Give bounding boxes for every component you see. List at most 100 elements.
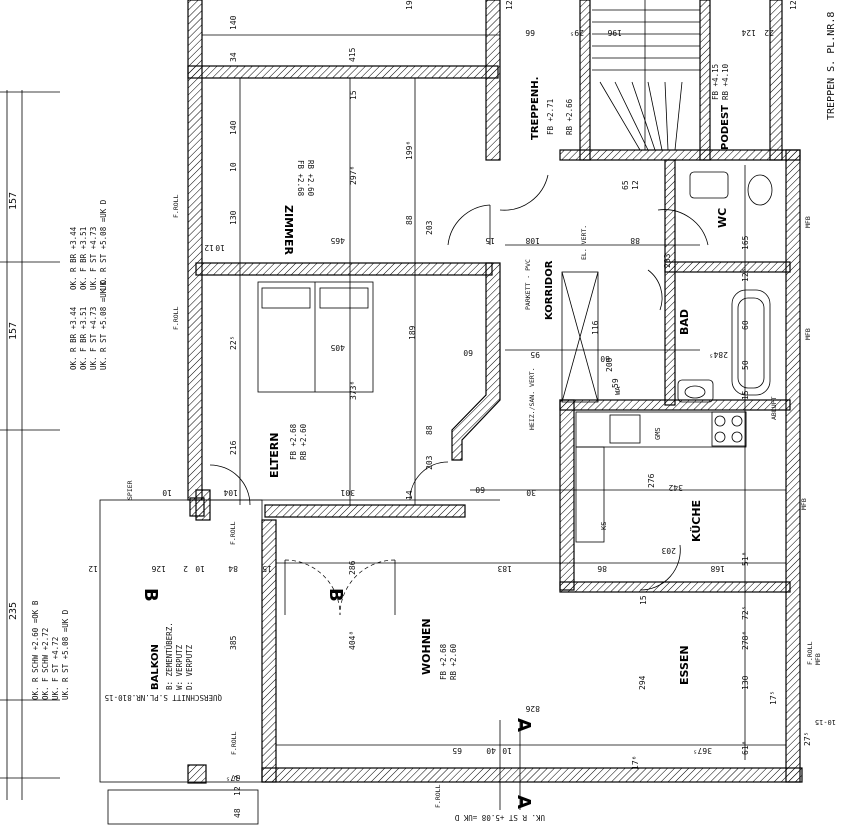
room-name-korridor: KORRIDOR	[544, 260, 555, 320]
mfb-label: MFB	[804, 216, 812, 228]
svg-text:294: 294	[638, 675, 647, 690]
svg-text:165: 165	[741, 235, 750, 250]
bathtub	[731, 289, 771, 396]
svg-text:286: 286	[348, 560, 357, 575]
room-zimmer: ZIMMER FB +2.68 RB +2.60	[282, 160, 315, 255]
left-dim-1: 157	[8, 192, 19, 210]
room-treppenh: TREPPENH. FB +2.71 RB +2.66	[530, 77, 574, 140]
svg-text:84: 84	[228, 564, 238, 573]
room-name-treppenh: TREPPENH.	[530, 77, 541, 140]
svg-text:60: 60	[463, 348, 473, 357]
toilet	[747, 174, 773, 206]
svg-text:65: 65	[452, 746, 462, 755]
svg-text:OK. F BR +3.51: OK. F BR +3.51	[79, 307, 88, 370]
froll-label: F.ROLL	[172, 194, 180, 218]
svg-text:15: 15	[262, 564, 272, 573]
svg-text:50: 50	[741, 360, 750, 370]
svg-text:14: 14	[405, 490, 414, 500]
level-list-balkon: OK. R SCHW +2.60 =OK B OK. F SCHW +2.72 …	[31, 600, 70, 700]
svg-text:OK. F SCHW +2.72: OK. F SCHW +2.72	[41, 628, 50, 700]
level-list-0: OK. R BR +3.44 OK. F BR +3.51 UK. F ST +…	[69, 199, 108, 290]
svg-text:RB +2.60: RB +2.60	[449, 643, 458, 680]
section-marker-b-left: B	[140, 588, 161, 602]
level-list-1: OK. R BR +3.44 OK. F BR +3.51 UK. F ST +…	[69, 279, 108, 370]
washbasin	[677, 379, 714, 403]
svg-text:2: 2	[183, 564, 188, 573]
room-name-balkon: BALKON	[150, 644, 161, 690]
section-marker-b-right: B	[325, 588, 346, 602]
svg-text:65: 65	[621, 180, 630, 190]
svg-text:OK. F BR +3.51: OK. F BR +3.51	[79, 227, 88, 290]
svg-text:29⁵: 29⁵	[570, 28, 584, 37]
svg-text:189: 189	[408, 325, 417, 340]
svg-text:OK. R BR +3.44: OK. R BR +3.44	[69, 306, 78, 370]
froll-label: F.ROLL	[806, 641, 814, 665]
svg-text:RB +2.60: RB +2.60	[306, 160, 315, 197]
svg-text:22⁵: 22⁵	[229, 336, 238, 350]
svg-text:10: 10	[229, 162, 238, 172]
abluft-label: ABLUFT	[770, 396, 778, 420]
svg-text:10: 10	[215, 243, 225, 252]
room-podest: PODEST FB +4.15 RB +4.10	[711, 63, 731, 150]
walls	[187, 0, 803, 783]
stair-treads	[592, 0, 700, 151]
svg-text:60: 60	[600, 354, 610, 363]
room-name-wc: WC	[716, 208, 729, 228]
svg-text:10: 10	[162, 488, 172, 497]
svg-text:108: 108	[525, 236, 540, 245]
svg-text:UK. F ST +4.73: UK. F ST +4.73	[89, 227, 98, 290]
svg-text:51⁸: 51⁸	[741, 552, 750, 566]
svg-text:17⁵: 17⁵	[769, 691, 778, 705]
svg-text:278⁶: 278⁶	[741, 631, 750, 650]
double-bed	[257, 281, 374, 393]
mfb-label: MFB	[814, 653, 822, 665]
svg-text:415: 415	[348, 47, 357, 62]
spier-label: SPIER	[126, 480, 134, 500]
dimension-lines	[202, 34, 786, 810]
svg-text:405: 405	[330, 343, 345, 352]
ks-label: KS	[600, 522, 608, 530]
svg-text:276: 276	[647, 473, 656, 488]
svg-text:404⁸: 404⁸	[348, 631, 357, 650]
svg-text:12⁵: 12⁵	[505, 0, 514, 10]
svg-text:203: 203	[425, 455, 434, 470]
froll-label: F.ROLL	[230, 731, 238, 755]
room-eltern: ELTERN FB +2.68 RB +2.60	[268, 423, 308, 478]
svg-text:66: 66	[525, 28, 535, 37]
svg-text:367⁵: 367⁵	[693, 746, 712, 755]
svg-text:104: 104	[223, 488, 238, 497]
svg-text:12⁵: 12⁵	[789, 0, 798, 10]
froll-label: F.ROLL	[229, 521, 237, 545]
svg-text:60: 60	[475, 485, 485, 494]
svg-text:34: 34	[229, 52, 238, 62]
svg-text:FB +2.68: FB +2.68	[289, 423, 298, 460]
cross-section-ref: QUERSCHNITT S.PL.NR.810-15	[105, 693, 222, 702]
dimension-numbers: 140 34 415 195 66 12⁵ 29⁵ 196 124 22 12⁵…	[88, 0, 812, 818]
svg-text:183: 183	[497, 564, 512, 573]
balcony-outline	[99, 499, 263, 783]
svg-text:FB +4.15: FB +4.15	[711, 64, 720, 100]
svg-text:284⁵: 284⁵	[709, 350, 728, 359]
svg-text:27⁵: 27⁵	[803, 732, 812, 746]
svg-text:88: 88	[425, 425, 434, 435]
svg-text:126: 126	[151, 564, 166, 573]
svg-text:UK. R ST +5.08 =UK D: UK. R ST +5.08 =UK D	[99, 199, 108, 290]
svg-text:RB +2.66: RB +2.66	[565, 98, 574, 135]
left-level-info: 157 157 235 OK. R BR +3.44 OK. F BR +3.5…	[0, 90, 108, 800]
room-name-eltern: ELTERN	[268, 433, 281, 478]
svg-text:465: 465	[330, 236, 345, 245]
r10-label: 10-15	[815, 718, 836, 726]
svg-text:UK. F ST +4.72: UK. F ST +4.72	[51, 637, 60, 700]
svg-text:2: 2	[233, 775, 242, 780]
stairs-reference: TREPPEN S. PL.NR.8	[826, 12, 837, 120]
svg-text:826: 826	[525, 704, 540, 713]
svg-text:203: 203	[661, 546, 676, 555]
svg-text:RB +4.10: RB +4.10	[721, 63, 730, 100]
svg-text:200: 200	[605, 357, 614, 372]
svg-text:61⁸: 61⁸	[741, 741, 750, 755]
room-name-bad: BAD	[678, 309, 691, 335]
room-name-podest: PODEST	[720, 105, 731, 150]
el-vert-label: EL. VERT.	[580, 225, 588, 260]
svg-text:UK. R ST +5.08 =UK D: UK. R ST +5.08 =UK D	[99, 279, 108, 370]
